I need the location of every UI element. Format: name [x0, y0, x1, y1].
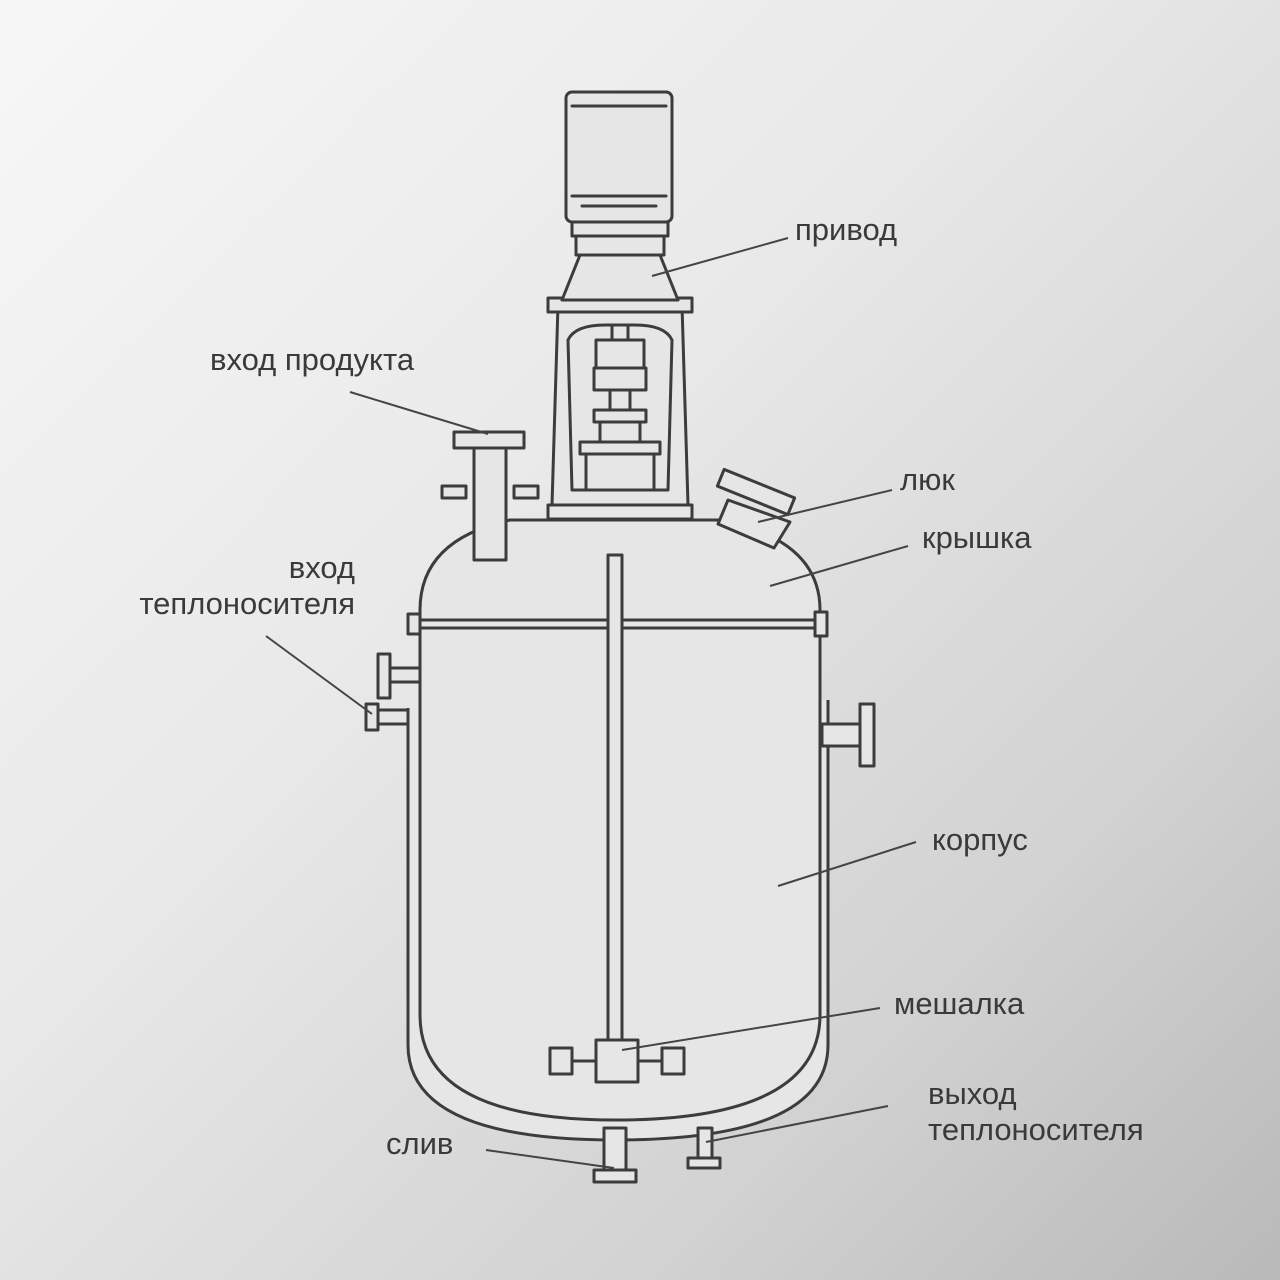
label-lid: крышка: [922, 520, 1032, 555]
agitator-shaft: [606, 553, 624, 1047]
product-inlet-pipe: [472, 446, 508, 562]
label-drive: привод: [795, 212, 898, 247]
label-drain: слив: [386, 1126, 454, 1161]
label-agitator: мешалка: [894, 986, 1025, 1021]
label-coolant-outlet: выход теплоносителя: [928, 1076, 1144, 1148]
label-coolant-outlet-line1: выход: [928, 1076, 1017, 1111]
label-coolant-inlet-line1: вход: [288, 550, 355, 585]
leader-agitator: [621, 1007, 881, 1051]
label-product-inlet: вход продукта: [210, 342, 415, 377]
leader-coolant-inlet: [265, 635, 373, 715]
leader-product-inlet: [349, 391, 489, 435]
leader-hatch: [757, 489, 893, 523]
drive-motor: [564, 90, 674, 224]
leader-lid: [769, 545, 909, 587]
label-coolant-inlet-line2: теплоносителя: [139, 586, 355, 621]
leader-drive: [651, 237, 789, 277]
drive-gearbox: [560, 253, 680, 302]
hatch: [715, 467, 797, 550]
label-hatch: люк: [900, 462, 955, 497]
leader-body: [777, 841, 917, 887]
leader-coolant-outlet: [705, 1105, 889, 1143]
label-coolant-inlet: вход теплоносителя: [100, 550, 355, 622]
label-body: корпус: [932, 822, 1028, 857]
coolant-outlet-pipe: [696, 1126, 714, 1162]
leader-drain: [485, 1149, 615, 1169]
label-coolant-outlet-line2: теплоносителя: [928, 1112, 1144, 1147]
agitator-hub: [594, 1038, 640, 1084]
drain-pipe: [602, 1126, 628, 1172]
